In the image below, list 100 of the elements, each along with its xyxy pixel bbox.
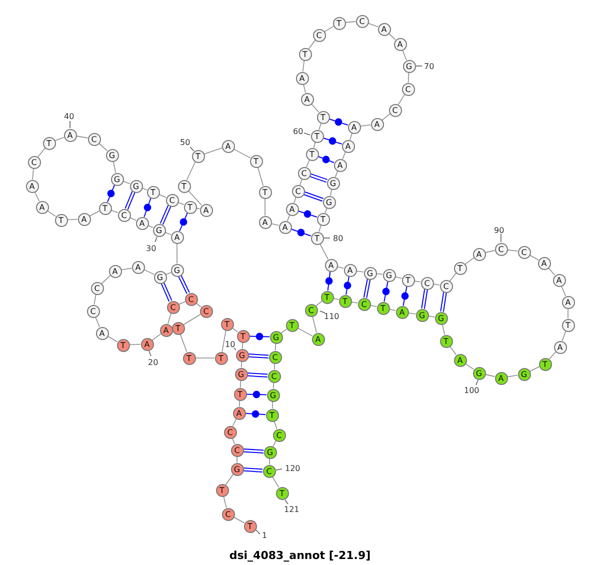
backbone-line	[38, 148, 46, 158]
backbone-line	[272, 382, 274, 389]
nucleotide-circle: T	[234, 388, 246, 400]
backbone-line	[310, 103, 320, 113]
nucleotide-circle: G	[518, 368, 530, 380]
nucleotide-circle: T	[376, 302, 390, 314]
nucleotide-circle: A	[222, 140, 234, 152]
nucleotide-circle: A	[334, 158, 346, 172]
nucleotide-circle: T	[320, 290, 334, 304]
nucleotide-circle: G	[364, 266, 376, 280]
nucleotide-circle: A	[296, 72, 308, 84]
backbone-line	[272, 440, 276, 447]
nucleotide-circle: C	[518, 246, 530, 258]
base-pair-line	[242, 448, 264, 454]
nucleotide-circle: T	[172, 322, 184, 334]
nucleotide-circle: G	[402, 60, 416, 72]
backbone-line	[529, 254, 539, 260]
nucleotide-circle: T	[250, 154, 262, 168]
backbone-line	[562, 330, 566, 342]
nucleotide-circle: T	[316, 110, 330, 124]
nucleotide-circle: G	[110, 172, 124, 186]
nucleotide-circle: G	[326, 176, 340, 190]
backbone-line	[158, 194, 166, 198]
position-number: 1	[262, 530, 268, 540]
base-pair-line	[124, 190, 136, 210]
backbone-line	[313, 142, 316, 148]
backbone-line	[46, 210, 56, 217]
nucleotide-circle: A	[160, 324, 172, 336]
nucleotide-circle: A	[278, 220, 292, 234]
nucleotide-circle: A	[312, 332, 324, 346]
nucleotide-circle: C	[268, 350, 282, 364]
backbone-line	[112, 160, 116, 174]
nucleotide-circle: T	[310, 232, 324, 244]
nucleotide-circle: A	[140, 338, 154, 350]
backbone-line	[324, 26, 334, 32]
nucleotide-circle: A	[494, 372, 508, 384]
nucleotide-circle: A	[324, 258, 338, 272]
backbone-line	[238, 400, 240, 407]
backbone-line	[225, 474, 234, 486]
nucleotide-circle: T	[192, 150, 204, 162]
backbone-line	[232, 418, 237, 427]
nucleotide-circle: G	[322, 196, 336, 208]
backbone-line	[95, 316, 100, 328]
backbone-line	[529, 366, 540, 372]
nucleotide-circle: C	[494, 242, 508, 256]
backbone-line	[345, 21, 356, 23]
nucleotide-circle: T	[402, 274, 414, 286]
nucleotide-circle: A	[132, 260, 144, 274]
backbone-line	[101, 275, 111, 284]
backbone-line	[32, 168, 34, 180]
position-number: 100	[464, 386, 480, 394]
backbone-line	[342, 152, 346, 160]
nucleotide-circle: G	[230, 462, 244, 476]
backbone-line	[180, 334, 188, 352]
nucleotide-circle: T	[116, 338, 130, 352]
backbone-line	[121, 268, 132, 270]
backbone-line	[89, 210, 100, 216]
nucleotide-circle: G	[270, 330, 282, 344]
backbone-line	[204, 148, 222, 154]
nucleotide-circle: A	[396, 306, 408, 318]
backbone-line	[507, 249, 518, 252]
nucleotide-circle: A	[136, 216, 148, 230]
nucleotide-circle: A	[538, 256, 550, 270]
backbone-line	[428, 316, 435, 318]
backbone-line	[484, 374, 496, 377]
nucleotide-circle: A	[232, 406, 246, 420]
backbone-line	[414, 280, 421, 282]
nucleotide-circle: T	[316, 212, 330, 226]
position-number: 50	[180, 138, 190, 146]
nucleotide-circle: C	[268, 370, 280, 382]
nucleotide-circle: C	[166, 194, 178, 206]
nucleotide-circle: T	[182, 352, 196, 364]
nucleotide-circle: T	[332, 16, 346, 30]
nucleotide-circle: T	[306, 148, 318, 160]
nucleotide-circle: G	[416, 308, 428, 322]
base-pair-line	[242, 468, 264, 472]
nucleotide-circle: G	[130, 180, 142, 192]
nucleotide-circle: A	[348, 120, 360, 134]
backbone-line	[272, 401, 274, 409]
backbone-line	[360, 124, 371, 127]
nucleotide-circle: A	[300, 92, 314, 106]
backbone-line	[370, 304, 378, 308]
caption: dsi_4083_annot [-21.9]	[229, 549, 371, 562]
base-pair-line	[246, 390, 267, 398]
backbone-line	[240, 361, 242, 368]
backbone-line	[398, 94, 405, 105]
nucleotide-circle: C	[230, 444, 244, 456]
base-pair-line	[421, 288, 428, 310]
nucleotide-circle: T	[220, 318, 234, 330]
nucleotide-circle: T	[440, 334, 452, 348]
nucleotide-circle: C	[166, 300, 180, 314]
backbone-line	[306, 160, 310, 168]
backbone-line	[168, 312, 172, 324]
backbone-line	[402, 50, 407, 60]
nucleotide-circle: C	[200, 304, 212, 318]
nucleotide-circle: C	[262, 464, 276, 478]
base-pair-line	[178, 274, 190, 294]
backbone-line	[351, 302, 358, 304]
base-pair-line	[382, 280, 390, 302]
nucleotide-circle: A	[108, 264, 122, 278]
